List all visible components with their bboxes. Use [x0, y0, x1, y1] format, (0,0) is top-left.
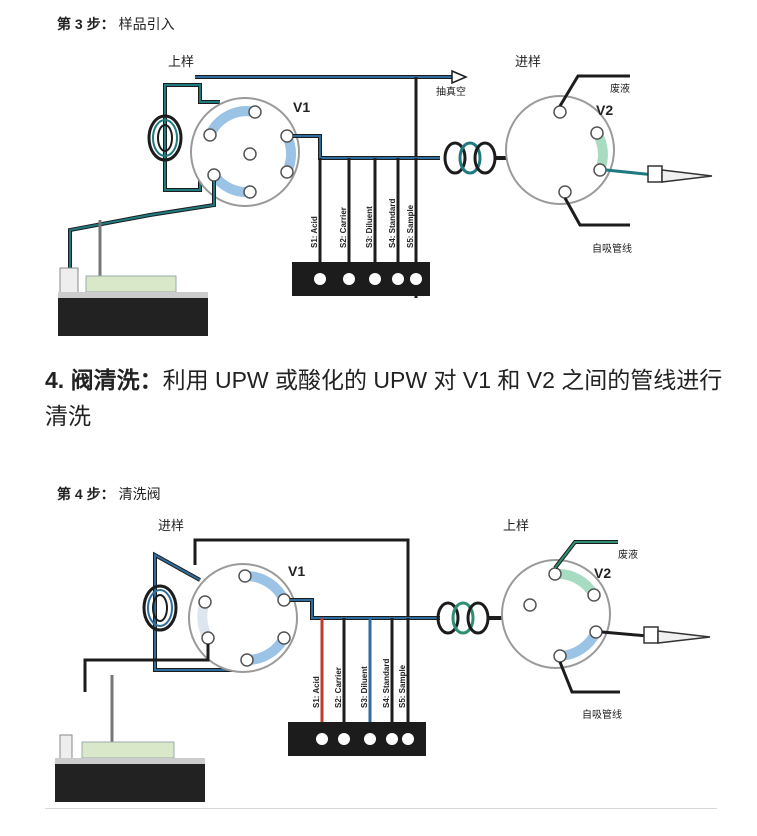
step3-waste-label: 废液 [610, 82, 630, 95]
step3-left-header: 上样 [168, 54, 194, 69]
step4-nebulizer [643, 626, 711, 644]
step4-selector-block [288, 722, 426, 756]
bottom-divider [45, 808, 717, 809]
step3-transfer-coil [443, 141, 497, 175]
step3-vacuum-arrow [451, 69, 468, 85]
step3-waste-line [558, 74, 630, 107]
step4-title: 第 4 步：清洗阀 [57, 484, 161, 504]
step3-solution-s3: S3: Diluent [365, 206, 374, 248]
step3-solution-lines [318, 158, 418, 262]
step4-waste-label: 废液 [618, 548, 638, 561]
step3-v1-valve [190, 97, 300, 207]
step3-nebulizer [647, 165, 713, 183]
section-heading: 4. 阀清洗：利用 UPW 或酸化的 UPW 对 V1 和 V2 之间的管线进行… [45, 362, 725, 434]
section-heading-strong: 4. 阀清洗： [45, 367, 163, 393]
section-heading-text: 利用 UPW 或酸化的 UPW 对 V1 和 V2 之间的管线进行清洗 [45, 367, 723, 429]
step4-solution-s3: S3: Diluent [360, 666, 369, 708]
step3-loop-line-teal [164, 84, 220, 191]
step4-v2-label: V2 [594, 565, 611, 581]
step3-autosampler [58, 267, 208, 336]
step4-v2-valve [501, 559, 611, 669]
step3-v2-valve [505, 95, 615, 205]
step3-solution-s4: S4: Standard [388, 199, 397, 248]
step4-waste-line-green [554, 541, 618, 569]
step3-solution-s2: S2: Carrier [339, 207, 348, 248]
step3-title-strong: 第 3 步： [57, 16, 115, 32]
step4-solution-s5: S5: Sample [398, 664, 407, 708]
step3-vacuum-label: 抽真空 [436, 85, 466, 98]
step4-v1-label: V1 [288, 563, 305, 579]
step3-probe-line-teal [69, 181, 215, 270]
step4-sample-loop-coil [142, 584, 178, 632]
step4-title-text: 清洗阀 [118, 486, 161, 502]
step4-self-suction-label: 自吸管线 [582, 708, 622, 721]
step3-nebulizer-line [605, 168, 656, 177]
step3-diagram: 上样 进样 抽真空 V1 [58, 54, 713, 336]
step3-v1-to-v2-line-blue [293, 135, 440, 159]
step3-solution-s1: S1: Acid [310, 216, 319, 248]
step4-transfer-coil [436, 601, 490, 635]
step4-nebulizer-line [601, 630, 649, 638]
step4-solution-s2: S2: Carrier [334, 667, 343, 708]
step3-self-suction-label: 自吸管线 [592, 242, 632, 255]
step3-sample-loop-coil [147, 114, 183, 162]
step4-probe-line [83, 644, 210, 692]
step4-self-suction-line [558, 661, 620, 694]
step3-v1-label: V1 [293, 99, 310, 115]
step3-v2-label: V2 [596, 102, 613, 118]
step3-title: 第 3 步：样品引入 [57, 14, 175, 34]
step3-v1-to-v2-line [293, 134, 440, 160]
step3-selector-block [292, 262, 430, 296]
step3-right-header: 进样 [515, 54, 541, 69]
step4-diagram: 进样 上样 V1 S1: [55, 518, 711, 802]
step4-right-header: 上样 [503, 518, 529, 533]
step4-left-header: 进样 [158, 518, 184, 533]
step4-title-strong: 第 4 步： [57, 486, 115, 502]
step4-solution-s1: S1: Acid [312, 676, 321, 708]
step4-solution-s4: S4: Standard [382, 659, 391, 708]
step3-title-text: 样品引入 [118, 16, 175, 32]
step4-solution-lines [320, 618, 410, 722]
step3-solution-s5: S5: Sample [406, 204, 415, 248]
step4-autosampler [55, 734, 205, 802]
step4-v1-valve [188, 563, 298, 673]
step4-v1-to-coil-blue [290, 599, 440, 619]
step3-self-suction-line [563, 197, 630, 227]
